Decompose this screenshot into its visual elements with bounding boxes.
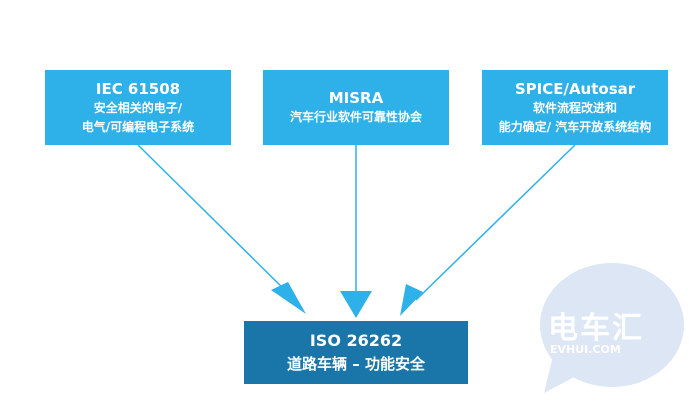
- box-line: 电气/可编程电子系统: [81, 119, 195, 134]
- box-spice-autosar: SPICE/Autosar 软件流程改进和 能力确定/ 汽车开放系统结构: [482, 70, 668, 145]
- watermark-logo: 电车汇 EVHUI.COM: [530, 255, 690, 395]
- watermark-domain: EVHUI.COM: [550, 343, 621, 356]
- arrow-center: [340, 145, 372, 318]
- speech-bubble-icon: [540, 263, 684, 393]
- box-title: SPICE/Autosar: [514, 79, 636, 98]
- box-line: 能力确定/ 汽车开放系统结构: [498, 119, 652, 134]
- box-iso-26262: ISO 26262 道路车辆 – 功能安全: [244, 321, 468, 384]
- box-title: MISRA: [328, 89, 384, 107]
- box-title: ISO 26262: [309, 330, 403, 350]
- box-misra: MISRA 汽车行业软件可靠性协会: [263, 70, 449, 145]
- arrow-right: [400, 144, 576, 316]
- box-subtitle: 道路车辆 – 功能安全: [287, 354, 425, 373]
- box-line: 安全相关的电子/: [93, 100, 183, 115]
- box-line: 软件流程改进和: [532, 100, 617, 115]
- box-iec-61508: IEC 61508 安全相关的电子/ 电气/可编程电子系统: [45, 70, 231, 145]
- watermark-text: 电车汇: [548, 311, 644, 346]
- box-line: 汽车行业软件可靠性协会: [289, 110, 422, 124]
- box-title: IEC 61508: [95, 79, 181, 98]
- arrow-left: [137, 144, 306, 314]
